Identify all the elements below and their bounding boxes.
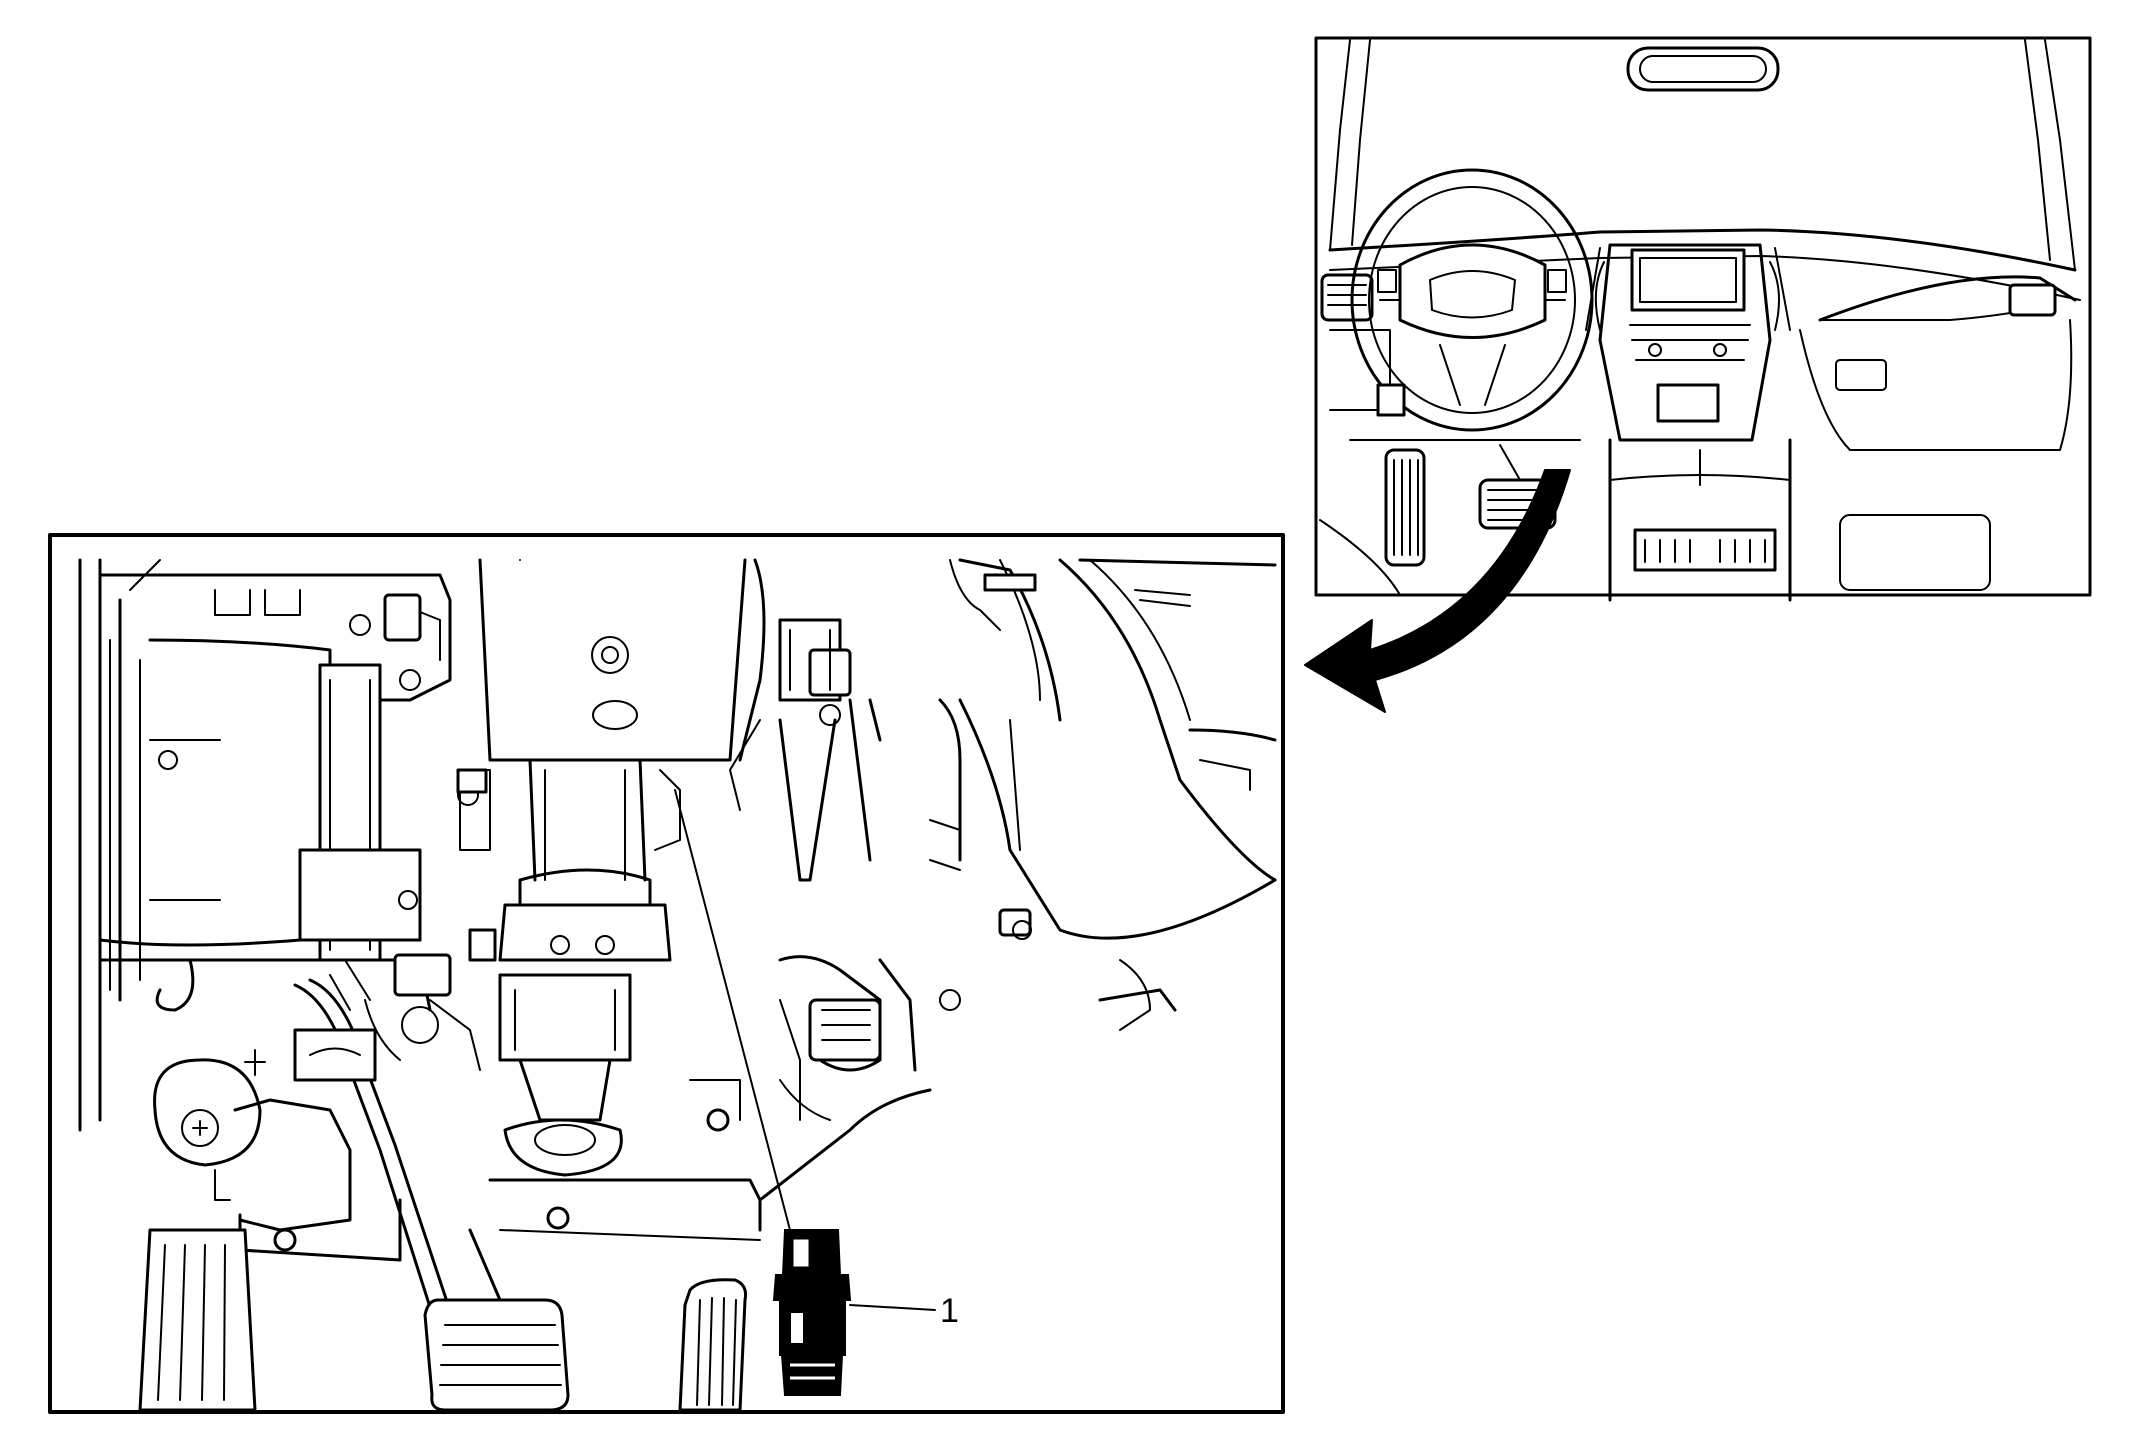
- curved-arrow-icon: [1304, 469, 1571, 713]
- floor-trim: [488, 1079, 932, 1241]
- steering-column: [456, 558, 747, 1177]
- locator-frame: [1314, 36, 2092, 597]
- left-pedal: [138, 1228, 257, 1412]
- center-console: [1608, 438, 1792, 602]
- locator-view: [1314, 36, 2092, 602]
- lower-left-housing: [153, 1049, 402, 1262]
- brake-pedal: [423, 1228, 570, 1412]
- right-air-vent: [2008, 283, 2057, 317]
- dash-switch: [1376, 383, 1406, 417]
- left-air-vent: [1320, 273, 1374, 322]
- dashboard-top: [1328, 228, 2077, 272]
- rearview-mirror: [1626, 46, 1780, 92]
- detail-frame: [48, 533, 1285, 1414]
- callout-leader-line: [849, 1304, 936, 1311]
- detail-view: 1: [48, 533, 1285, 1414]
- locator-accelerator-pedal: [1384, 448, 1426, 567]
- glovebox: [1799, 319, 2073, 451]
- passenger-floor-mat: [1839, 514, 1991, 591]
- glovebox-handle: [1835, 359, 1887, 391]
- callout-label: 1: [940, 1292, 959, 1330]
- callout-1: 1: [849, 1292, 959, 1330]
- steering-wheel: [1350, 168, 1594, 432]
- pedal-bracket: [729, 558, 961, 1121]
- left-bracket-assembly: [78, 558, 452, 1132]
- accelerator-pedal: [678, 1278, 747, 1412]
- brake-pedal-position-sensor: [674, 789, 852, 1396]
- right-a-pillar: [2044, 39, 2076, 271]
- left-a-pillar: [1329, 39, 1351, 251]
- left-lower-trim: [1329, 329, 1391, 411]
- right-dash-trim: [1818, 275, 2077, 322]
- sensor-install-guide-line: [674, 789, 791, 1231]
- right-trim-panel: [929, 558, 1277, 1031]
- wiring-harness: [293, 953, 481, 1372]
- connector-block: [293, 1028, 377, 1082]
- pedal-connector: [808, 998, 882, 1062]
- center-stack: [1585, 243, 1791, 442]
